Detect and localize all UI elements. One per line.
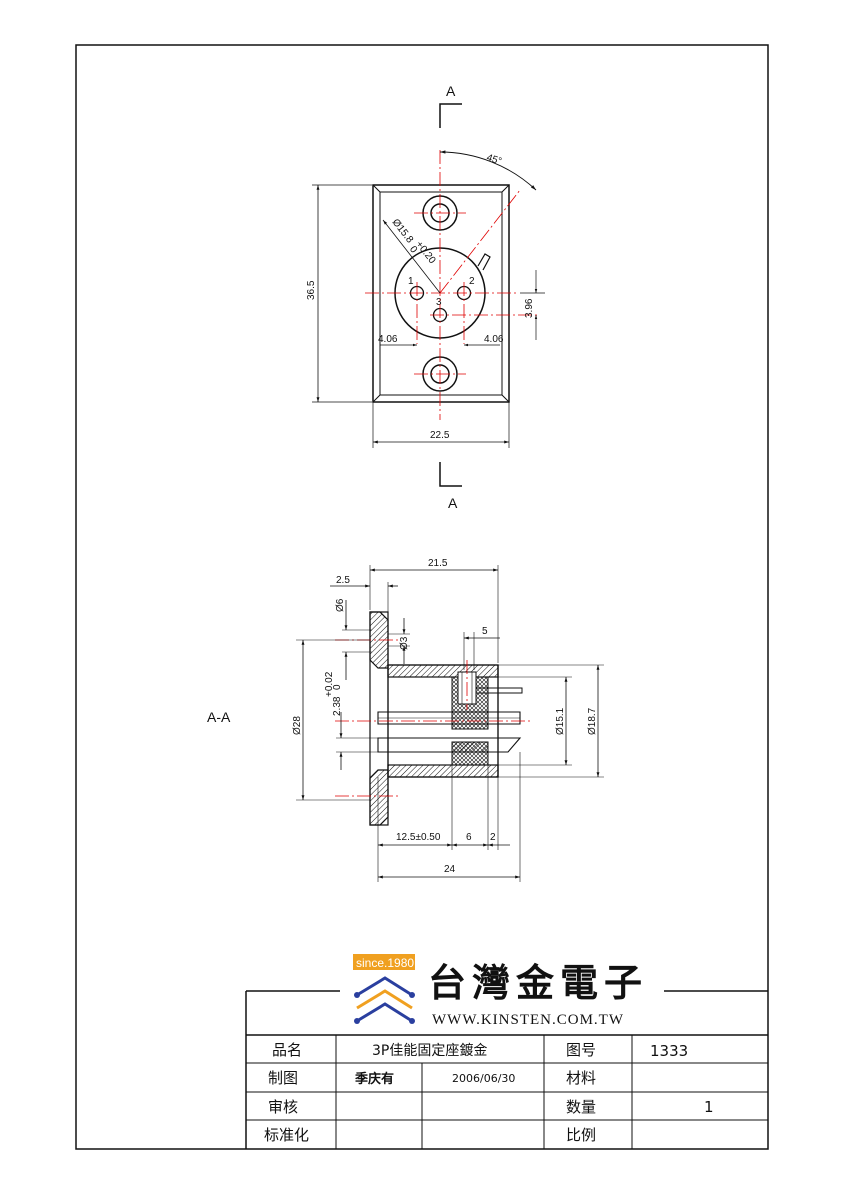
contact-pins [377, 711, 522, 753]
dim-width: 22.5 [372, 402, 510, 448]
latch-lever [476, 687, 523, 694]
dim-d15-1: Ø15.1 [498, 676, 572, 766]
logo-mark-icon [354, 976, 415, 1024]
section-mark-top: A [446, 83, 456, 99]
dim-d18-7-value: Ø18.7 [587, 707, 598, 735]
dim-d28: Ø28 [292, 639, 370, 801]
dim-12-5-value: 12.5±0.50 [396, 832, 441, 843]
dim-24-value: 24 [444, 864, 456, 875]
hole-dia-callout: Ø15.8 +0.20 0 [390, 217, 438, 266]
dim-d28-value: Ø28 [292, 716, 303, 735]
company-name: 台灣金電子 [428, 960, 648, 1005]
standard-label: 标准化 [264, 1126, 309, 1144]
title-block-text: 品名 3P佳能固定座鍍金 图号 1333 制图 季庆有 2006/06/30 材… [264, 1041, 714, 1144]
quantity-value: 1 [704, 1098, 714, 1116]
hole-dia-label: Ø15.8 [390, 217, 416, 246]
product-name-value: 3P佳能固定座鍍金 [372, 1042, 487, 1059]
dim-height: 36.5 [306, 184, 372, 403]
width-value: 22.5 [430, 430, 450, 441]
drawn-by-value: 季庆有 [354, 1071, 394, 1087]
drawn-date-value: 2006/06/30 [452, 1072, 515, 1085]
flange-inner [379, 191, 503, 396]
dim-d15-1-value: Ø15.1 [555, 707, 566, 735]
dim-2-38-tol-upper: +0.02 [324, 671, 335, 697]
section-cut-top: A [439, 83, 462, 128]
section-cut-bottom: A [439, 462, 462, 511]
dim-2-38-tol-lower: 0 [332, 684, 343, 690]
quantity-label: 数量 [566, 1098, 596, 1116]
flange-outline [372, 184, 510, 403]
dim-2-38: 2.38 +0.02 0 [324, 671, 378, 770]
sheet-border [75, 44, 769, 1150]
dim-pin-vertical: 3.96 [520, 270, 545, 340]
dim-bottom-chain: 12.5±0.50 6 2 [377, 752, 521, 882]
title-block [245, 990, 768, 1149]
pin-2-label: 2 [469, 276, 475, 287]
flange-lower [369, 769, 389, 826]
dim-5-value: 5 [482, 626, 488, 637]
dim-d6: Ø6 [335, 598, 372, 680]
hole-tol-lower: 0 [407, 244, 419, 256]
hole-tol-upper: +0.20 [413, 239, 438, 266]
pin-3-label: 3 [436, 297, 442, 308]
angle-label: 45° [485, 152, 503, 167]
shell-bottom-wall [387, 764, 499, 778]
checked-label: 审核 [268, 1098, 298, 1116]
since-badge [353, 954, 415, 970]
drawn-label: 制图 [268, 1069, 298, 1087]
product-name-label: 品名 [272, 1041, 302, 1059]
dim-pin-offsets: 4.06 4.06 [378, 334, 504, 347]
dim-24: 24 [378, 864, 520, 879]
dim-21-5: 21.5 [369, 558, 499, 663]
pin-offset-right: 4.06 [484, 334, 504, 345]
dim-6-value: 6 [466, 832, 472, 843]
dim-d3-value: Ø3 [399, 636, 410, 650]
dim-d6-value: Ø6 [335, 598, 346, 612]
since-badge-text: since.1980 [356, 956, 414, 970]
pin-1-label: 1 [408, 276, 414, 287]
dim-d3: Ø3 [388, 618, 410, 664]
angle-arc [439, 150, 537, 191]
dim-21-5-value: 21.5 [428, 558, 448, 569]
dim-2-38-value: 2.38 [332, 696, 343, 716]
dim-d18-7: Ø18.7 [498, 664, 604, 778]
drawing-no-label: 图号 [566, 1041, 596, 1059]
front-view: A A 1 2 3 [306, 83, 545, 511]
dim-2-5: 2.5 [330, 575, 398, 612]
scale-label: 比例 [566, 1126, 596, 1144]
section-view: A-A [207, 558, 604, 882]
height-value: 36.5 [306, 280, 317, 300]
company-logo: since.1980 台灣金電子 WWW.KINSTEN.COM.TW [353, 954, 648, 1028]
section-label: A-A [207, 709, 231, 725]
company-website: WWW.KINSTEN.COM.TW [432, 1012, 624, 1028]
pin-vertical-value: 3.96 [524, 298, 535, 318]
material-label: 材料 [566, 1069, 596, 1087]
drawing-no-value: 1333 [650, 1042, 688, 1060]
dim-5: 5 [463, 626, 500, 670]
section-mark-bottom: A [448, 495, 458, 511]
dim-2-5-value: 2.5 [336, 575, 350, 586]
key-notch [477, 253, 491, 271]
pin-sleeve [451, 741, 489, 753]
dim-2-value: 2 [490, 832, 496, 843]
pin-offset-left: 4.06 [378, 334, 398, 345]
front-centerlines [365, 150, 540, 420]
shell-top-wall [387, 664, 499, 678]
